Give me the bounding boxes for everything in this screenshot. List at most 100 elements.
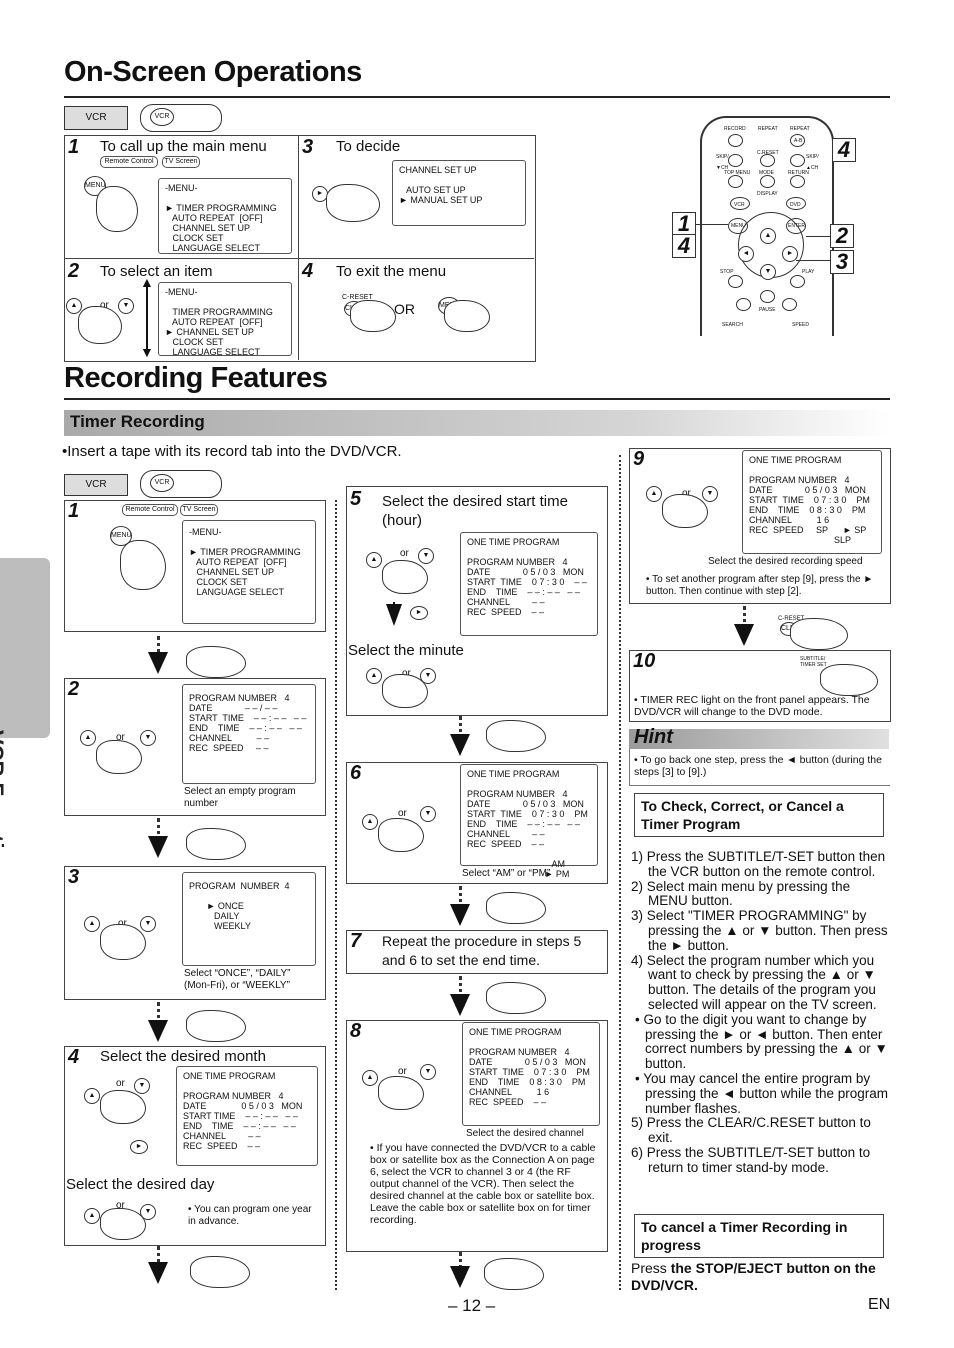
check-item: 2) Select main menu by pressing the MENU… (631, 878, 851, 909)
timer-step9-note: • To set another program after step [9],… (646, 574, 874, 597)
hand-icon (382, 674, 428, 708)
recording-title: Recording Features (64, 362, 328, 394)
callout-3: 3 (830, 250, 854, 274)
record-button-icon (728, 134, 743, 147)
menu-screen: -MENU- ► TIMER PROGRAMMING AUTO REPEAT [… (182, 520, 316, 624)
timer-step7-number: 7 (350, 930, 362, 952)
timer-step10-note: • TIMER REC light on the front panel app… (634, 694, 870, 718)
onscreen-step4-number: 4 (302, 260, 314, 282)
onscreen-step1-label: To call up the main menu (100, 138, 267, 155)
check-item: 6) Press the SUBTITLE/T-SET button to re… (631, 1144, 871, 1175)
onscreen-step3-number: 3 (302, 136, 314, 158)
down-button-icon: ▼ (118, 298, 134, 314)
hand-press-right-icon (186, 1010, 246, 1042)
return-button-icon (790, 175, 805, 188)
skip-down-button-icon (728, 154, 743, 167)
timer-recording-bar (64, 410, 890, 436)
down-button-icon: ▼ (418, 548, 434, 564)
page-number: – 12 – (448, 1296, 496, 1315)
callout-2: 2 (830, 224, 854, 248)
right-button-icon: ► (130, 1140, 148, 1154)
hand-icon (326, 184, 380, 222)
hand-icon (378, 818, 424, 852)
hand-icon (120, 540, 166, 590)
onscreen-step2-number: 2 (68, 260, 80, 282)
check-list: 1) Press the SUBTITLE/T-SET button then … (631, 849, 891, 1176)
hand-icon (350, 300, 396, 332)
down-button-icon: ▼ (134, 1078, 150, 1094)
check-item: 3) Select "TIMER PROGRAMMING" by pressin… (631, 908, 888, 953)
timer-step4-label: Select the desired month (100, 1048, 266, 1065)
up-button-icon: ▲ (362, 814, 378, 830)
tv-screen-tag: TV Screen (180, 504, 218, 516)
callout-1: 1 (672, 212, 696, 236)
timer-step8-note: • If you have connected the DVD/VCR to a… (370, 1142, 596, 1226)
up-button-icon: ▲ (362, 1070, 378, 1086)
program-screen: ONE TIME PROGRAM PROGRAM NUMBER 4 DATE 0… (460, 764, 598, 879)
timer-step4-number: 4 (68, 1046, 80, 1068)
program-screen: PROGRAM NUMBER 4 DATE – – / – – START TI… (182, 684, 316, 784)
up-button-icon: ▲ (760, 228, 776, 244)
hint-text: • To go back one step, press the ◄ butto… (634, 754, 882, 778)
timer-step5-number: 5 (350, 488, 362, 510)
check-item: 4) Select the program number which you w… (631, 952, 877, 1012)
side-tab: VCR Functions (0, 558, 50, 888)
side-tab-label: VCR Functions (0, 730, 8, 888)
down-button-icon: ▼ (760, 264, 776, 280)
program-screen: PROGRAM NUMBER 4 ► ONCE DAILY WEEKLY (182, 872, 316, 966)
creset-label: C-RESET (342, 294, 373, 301)
menu-screen: -MENU- TIMER PROGRAMMING AUTO REPEAT [OF… (158, 282, 292, 357)
hand-icon (378, 1076, 424, 1110)
timer-step9-caption: Select the desired recording speed (708, 556, 863, 567)
ab-button-icon (790, 134, 805, 147)
hand-icon (820, 664, 878, 696)
down-button-icon: ▼ (420, 806, 436, 822)
onscreen-step2-label: To select an item (100, 263, 213, 280)
language-code: EN (868, 1296, 891, 1313)
vcr-button-icon: VCR (150, 474, 174, 492)
remote-control-tag: Remote Control (100, 156, 158, 168)
check-title: To Check, Correct, or Cancel a Timer Pro… (634, 793, 884, 837)
hint-bar (629, 729, 889, 749)
hand-press-right-icon (486, 892, 546, 924)
hand-icon (96, 186, 138, 232)
program-screen: ONE TIME PROGRAM PROGRAM NUMBER 4 DATE 0… (742, 450, 882, 554)
timer-step6-number: 6 (350, 762, 362, 784)
timer-step4-label2: Select the desired day (66, 1176, 215, 1193)
play-button-icon (790, 275, 805, 288)
tv-screen-tag: TV Screen (162, 156, 200, 168)
hand-press-right-icon (484, 1258, 544, 1290)
down-button-icon: ▼ (702, 486, 718, 502)
hand-press-right-icon (486, 982, 546, 1014)
timer-step3-caption: Select “ONCE”, “DAILY” (Mon-Fri), or “WE… (184, 968, 291, 991)
left-button-icon: ◄ (738, 246, 754, 262)
pause-button-icon (760, 290, 775, 303)
up-button-icon: ▲ (84, 1088, 100, 1104)
stop-button-icon (728, 275, 743, 288)
program-screen: ONE TIME PROGRAM PROGRAM NUMBER 4 DATE 0… (462, 1022, 600, 1126)
dvd-button-icon (786, 197, 806, 210)
remote-control-tag: Remote Control (122, 504, 178, 516)
ffwd-button-icon (782, 298, 797, 311)
up-button-icon: ▲ (366, 668, 382, 684)
timer-step3-number: 3 (68, 866, 80, 888)
menu-screen: -MENU- ► TIMER PROGRAMMING AUTO REPEAT [… (158, 178, 292, 254)
onscreen-step3-label: To decide (336, 138, 401, 155)
hint-title: Hint (634, 726, 673, 748)
enter-button-icon (786, 218, 806, 234)
hand-press-right-icon (186, 828, 246, 860)
timer-step10-number: 10 (633, 650, 656, 672)
hand-icon (78, 306, 122, 344)
timer-recording-title: Timer Recording (70, 412, 205, 431)
or-text: OR (394, 301, 415, 317)
down-button-icon: ▼ (420, 668, 436, 684)
timer-step5-label2: Select the minute (348, 642, 464, 659)
rewind-button-icon (736, 298, 751, 311)
check-item: • You may cancel the entire program by p… (635, 1070, 888, 1116)
up-button-icon: ▲ (646, 486, 662, 502)
hand-icon (100, 1090, 146, 1124)
up-button-icon: ▲ (66, 298, 82, 314)
cancel-text: Press the STOP/EJECT button on the DVD/V… (631, 1260, 876, 1293)
down-button-icon: ▼ (420, 1064, 436, 1080)
menu-button-icon (728, 218, 748, 234)
